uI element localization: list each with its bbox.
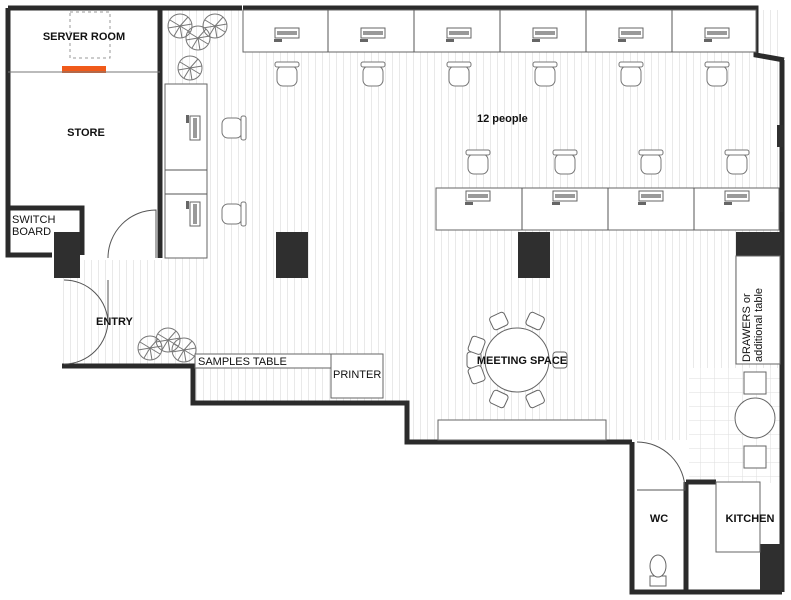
store-label: STORE xyxy=(67,127,105,139)
left-desks xyxy=(164,83,247,259)
samples-table-label: SAMPLES TABLE xyxy=(198,356,287,368)
structural-columns xyxy=(54,125,783,590)
switch-board-label-2: BOARD xyxy=(12,226,51,238)
kitchen-label: KITCHEN xyxy=(726,513,775,525)
drawers-label: DRAWERS or xyxy=(741,293,753,362)
chair-icon xyxy=(532,61,558,87)
chair-icon xyxy=(360,61,386,87)
walls xyxy=(5,5,785,595)
drawers-label-2: additional table xyxy=(753,288,765,362)
chair-icon xyxy=(465,149,491,175)
round-table-icon xyxy=(466,311,568,409)
chair-icon xyxy=(704,61,730,87)
meeting-sideboard xyxy=(437,419,607,441)
chair-icon xyxy=(724,149,750,175)
kitchen-furniture xyxy=(715,371,776,553)
toilet-icon xyxy=(649,554,667,587)
chair-icon xyxy=(274,61,300,87)
chair-icon xyxy=(221,115,247,141)
switch-board-label: SWITCH xyxy=(12,214,55,226)
printer-label: PRINTER xyxy=(333,369,381,381)
drawers-unit xyxy=(735,255,781,365)
meeting-space-label: MEETING SPACE xyxy=(477,355,567,367)
wc-door xyxy=(636,441,686,491)
chair-icon xyxy=(618,61,644,87)
capacity-note: 12 people xyxy=(477,113,528,125)
chair-icon xyxy=(446,61,472,87)
wc-label: WC xyxy=(650,513,668,525)
server-room-label: SERVER ROOM xyxy=(43,31,125,43)
chair-icon xyxy=(221,201,247,227)
chair-icon xyxy=(638,149,664,175)
samples-table xyxy=(194,353,384,399)
chair-icon xyxy=(552,149,578,175)
server-room-door xyxy=(62,66,106,73)
entry-label: ENTRY xyxy=(96,316,134,328)
entry-doors xyxy=(63,209,157,365)
middle-workstation-bench xyxy=(435,187,780,231)
top-workstation-bench xyxy=(242,9,757,53)
